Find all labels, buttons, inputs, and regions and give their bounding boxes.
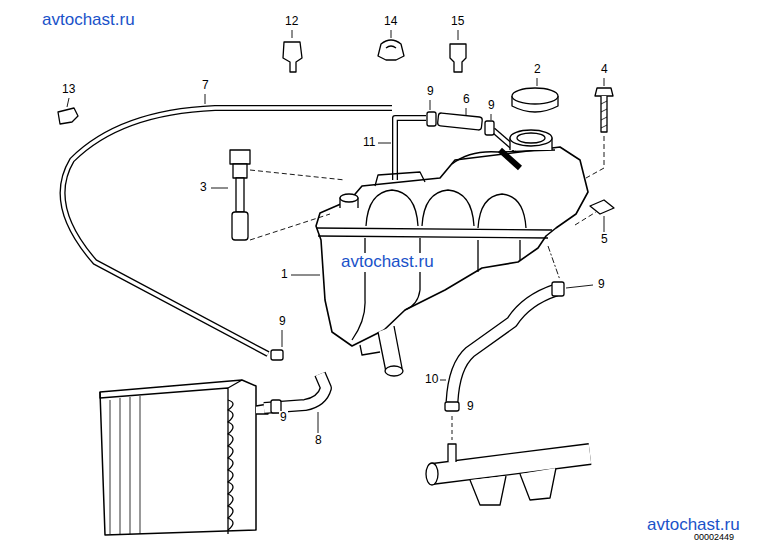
hose-clamp: [427, 112, 436, 126]
leader-lines: [67, 30, 604, 433]
leader-line: [282, 275, 593, 347]
callout-number: 8: [314, 434, 323, 447]
level-sensor: [233, 164, 247, 178]
filler-neck: [510, 130, 552, 146]
callout-number: 10: [424, 373, 439, 386]
leader-line: [292, 30, 458, 40]
tank-outlet: [378, 326, 402, 372]
clip: [58, 108, 78, 124]
hose-inner: [452, 290, 556, 402]
illustration: [58, 30, 614, 535]
callout-number: 9: [426, 85, 435, 98]
leader-line: [67, 78, 604, 107]
callout-number: 9: [278, 315, 287, 328]
tank-lobe: [519, 240, 520, 260]
callout-number: 6: [462, 93, 471, 106]
tank-outlet: [385, 366, 403, 376]
callout-number: 11: [362, 136, 376, 149]
callout-number: 9: [466, 400, 475, 413]
assembly-line: [452, 416, 453, 440]
clip: [378, 40, 404, 60]
tank-lobe: [405, 238, 420, 310]
callout-number: 9: [279, 411, 288, 424]
hose: [437, 113, 482, 131]
bolt-thread: [601, 101, 607, 128]
hose-clamp: [445, 402, 459, 411]
coolant-pipe-flange: [470, 468, 556, 505]
tube-inner: [395, 118, 426, 180]
callout-number: 5: [600, 233, 609, 246]
level-sensor: [232, 212, 248, 240]
callout-number: 14: [383, 15, 398, 28]
callout-number: 13: [61, 83, 76, 96]
radiator: [100, 380, 256, 535]
clip: [283, 42, 302, 72]
tank-nipple: [340, 194, 358, 202]
watermark: avtochast.ru: [646, 516, 741, 535]
watermark: avtochast.ru: [41, 11, 136, 30]
tank-lobe: [477, 240, 478, 272]
watermark: avtochast.ru: [340, 253, 435, 272]
radiator: [100, 380, 242, 534]
clip: [386, 46, 396, 48]
tank-rim: [318, 236, 548, 238]
leader-line: [318, 380, 446, 433]
assembly-line: [575, 212, 596, 225]
leader-line: [430, 100, 491, 120]
tank-outlet: [360, 345, 380, 355]
level-sensor: [236, 178, 244, 212]
callout-number: 4: [600, 63, 609, 76]
hose-clamp: [271, 350, 283, 360]
tank-top: [375, 172, 425, 186]
filler-cap: [512, 88, 558, 104]
tank-lobe: [478, 194, 526, 228]
leader-line: [211, 143, 604, 232]
callout-number: 3: [199, 181, 208, 194]
bolt: [595, 88, 613, 96]
pipe-nipple: [448, 444, 456, 462]
clip: [450, 44, 466, 72]
tank-nozzle: [500, 150, 520, 168]
tube: [395, 118, 426, 180]
hose-clamp: [485, 121, 494, 135]
radiator-core: [110, 396, 140, 534]
callout-number: 7: [201, 79, 210, 92]
expansion-tank: [316, 147, 588, 346]
tank-lobe: [366, 190, 418, 226]
hose: [452, 290, 556, 402]
callout-number: 9: [487, 99, 496, 112]
coolant-pipe: [426, 463, 438, 485]
hose-clamp: [552, 282, 564, 296]
callout-number: 2: [533, 63, 542, 76]
level-sensor: [230, 150, 250, 164]
callout-number: 9: [597, 278, 606, 291]
assembly-line: [548, 246, 560, 280]
callout-number: 1: [280, 268, 289, 281]
assembly-line: [586, 136, 604, 178]
filler-neck: [517, 133, 545, 143]
bolt: [601, 96, 607, 132]
callout-number: 12: [284, 15, 299, 28]
tank-rim: [316, 228, 552, 230]
assembly-line: [250, 170, 345, 240]
drawing-number: 00002449: [693, 533, 735, 543]
callout-number: 15: [450, 15, 465, 28]
radiator-tank: [228, 400, 233, 530]
tank-lobe: [422, 190, 474, 226]
clip-nut: [590, 200, 614, 214]
